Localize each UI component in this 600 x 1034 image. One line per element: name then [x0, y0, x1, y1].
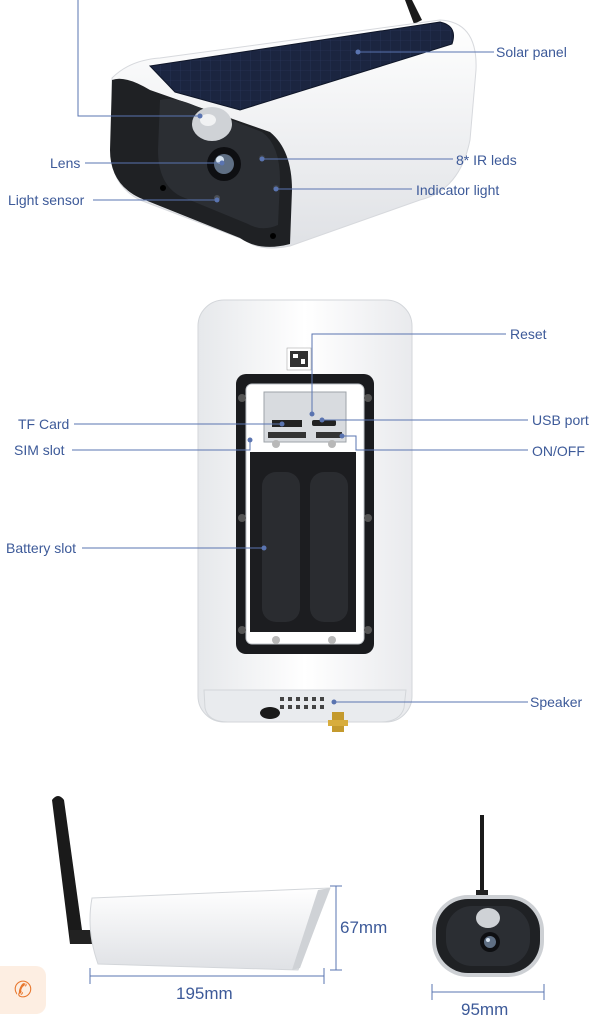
call-button[interactable]: ✆	[0, 966, 46, 1014]
label-speaker: Speaker	[530, 694, 583, 710]
side-dimension-lines	[89, 885, 342, 984]
power-switch	[316, 432, 342, 438]
label-ir-leds: 8* IR leds	[456, 152, 517, 168]
dimension-height: 67mm	[340, 918, 388, 937]
side-antenna	[52, 796, 82, 944]
label-on-off: ON/OFF	[532, 443, 585, 459]
side-camera	[52, 796, 331, 971]
sim-slot	[268, 432, 306, 438]
back-camera	[197, 299, 413, 732]
dimension-width: 95mm	[461, 1000, 509, 1019]
label-solar-panel: Solar panel	[496, 44, 567, 60]
usb-port	[312, 420, 336, 426]
front-dimension-lines	[431, 984, 545, 1000]
front-camera	[110, 0, 477, 249]
front-leaders	[77, 0, 494, 201]
label-sim-slot: SIM slot	[14, 442, 65, 458]
mount-hole	[260, 707, 280, 719]
label-tf-card: TF Card	[18, 416, 70, 432]
label-usb-port: USB port	[532, 412, 589, 428]
antenna	[405, 0, 422, 24]
side-housing	[89, 887, 331, 971]
solar-panel-surface	[148, 21, 454, 111]
tf-card-slot	[272, 420, 302, 427]
label-indicator-light: Indicator light	[416, 182, 500, 198]
label-light-sensor: Light sensor	[8, 192, 85, 208]
front-small-camera	[432, 815, 544, 977]
phone-call-icon: ✆	[13, 977, 33, 1002]
label-lens: Lens	[50, 155, 81, 171]
dimension-length: 195mm	[176, 984, 233, 1003]
label-reset: Reset	[510, 326, 547, 342]
back-leaders	[72, 333, 528, 703]
label-battery-slot: Battery slot	[6, 540, 77, 556]
front-small-antenna	[480, 815, 484, 897]
